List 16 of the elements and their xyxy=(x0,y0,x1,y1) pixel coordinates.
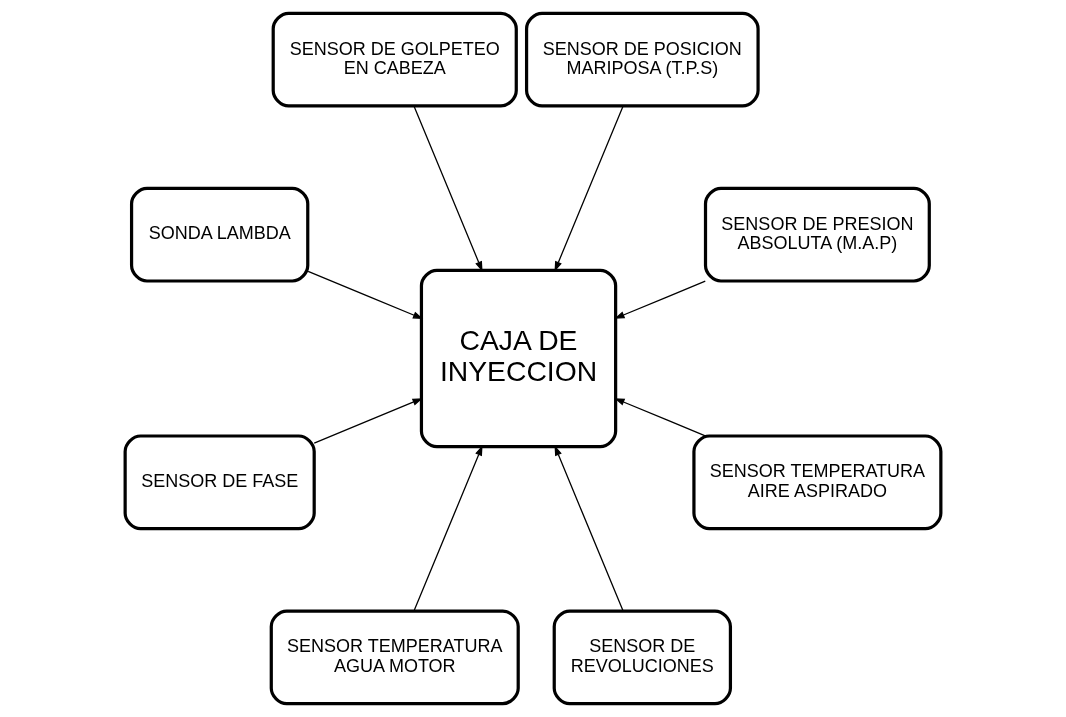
node-box: SENSOR TEMPERATURA AGUA MOTOR xyxy=(269,609,520,706)
arrow xyxy=(614,398,706,437)
node-box: SENSOR DE PRESION ABSOLUTA (M.A.P) xyxy=(703,186,931,283)
node-box: SONDA LAMBDA xyxy=(129,186,310,283)
arrow xyxy=(313,398,423,444)
arrow xyxy=(554,105,624,272)
node-box: SENSOR DE POSICION MARIPOSA (T.P.S) xyxy=(524,11,760,108)
arrow xyxy=(413,105,483,272)
node-box: SENSOR DE REVOLUCIONES xyxy=(552,609,733,706)
node-box: SENSOR TEMPERATURA AIRE ASPIRADO xyxy=(692,434,943,531)
node-box: CAJA DE INYECCION xyxy=(419,268,618,449)
arrow xyxy=(554,445,624,612)
node-box: SENSOR DE GOLPETEO EN CABEZA xyxy=(271,11,518,108)
arrow xyxy=(614,280,706,319)
arrow xyxy=(413,445,483,612)
node-box: SENSOR DE FASE xyxy=(123,434,316,531)
